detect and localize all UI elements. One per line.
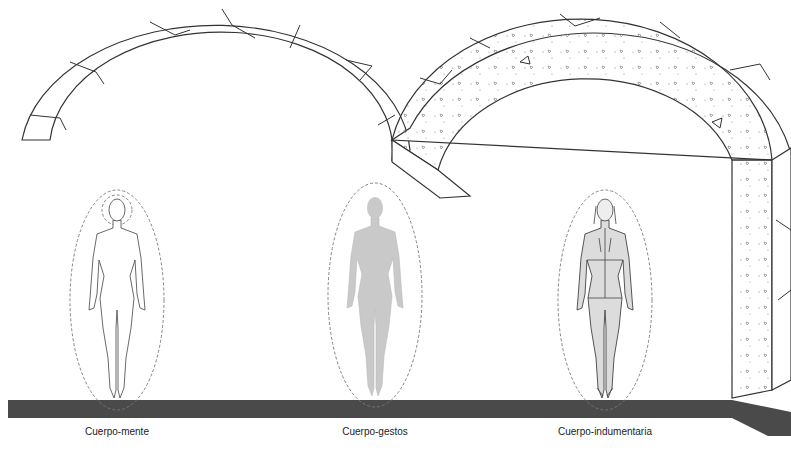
stone-cracks bbox=[30, 9, 395, 130]
left-arch bbox=[22, 25, 410, 160]
figure-grey bbox=[347, 197, 403, 396]
stone-cracks bbox=[420, 14, 770, 128]
stone-cracks bbox=[776, 220, 791, 300]
figure-dressed bbox=[577, 199, 633, 398]
arch-foot bbox=[392, 140, 470, 198]
pillar bbox=[732, 160, 772, 398]
body-label: Cuerpo-indumentaria bbox=[558, 426, 652, 438]
mind-circle bbox=[102, 195, 132, 225]
body-label: Cuerpo-mente bbox=[85, 426, 149, 438]
halo bbox=[328, 183, 422, 407]
halo bbox=[558, 190, 652, 410]
pillar-side bbox=[772, 148, 791, 390]
floor bbox=[8, 400, 732, 418]
halo bbox=[70, 190, 164, 410]
body-label: Cuerpo-gestos bbox=[342, 426, 408, 438]
right-arch bbox=[392, 19, 772, 170]
figure-outline bbox=[89, 199, 145, 398]
floor-step bbox=[732, 400, 791, 436]
